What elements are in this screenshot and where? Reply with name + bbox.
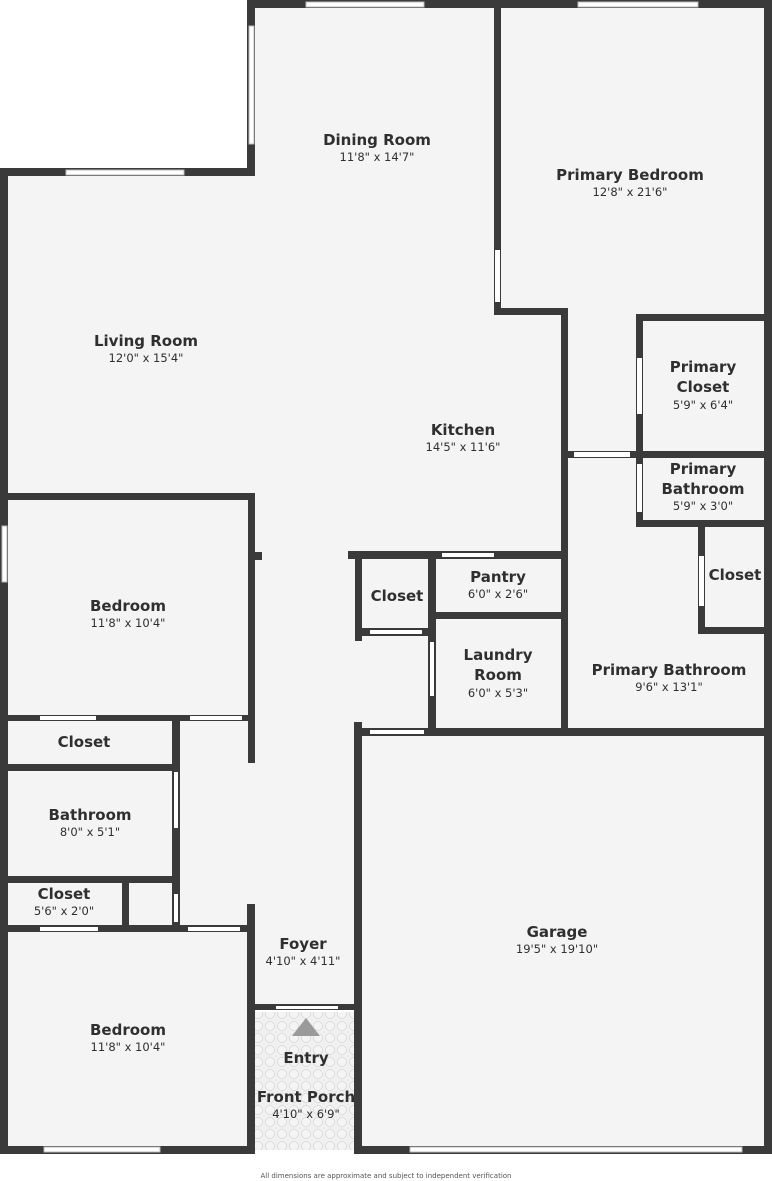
wall-bedroom1-notch	[250, 552, 262, 560]
wall-primary-closet-bottom	[564, 451, 772, 458]
door-primary-bath	[574, 452, 630, 457]
primary-bath-small-name-1: Primary	[670, 460, 737, 478]
primary-bath-small-name-2: Bathroom	[661, 480, 744, 498]
bathroom-dim: 8'0" x 5'1"	[60, 825, 120, 839]
door-bath	[174, 772, 178, 828]
door-nook	[174, 894, 178, 922]
wall-top	[247, 0, 772, 8]
windows	[1, 1, 743, 1153]
front-porch-dim: 4'10" x 6'9"	[272, 1107, 340, 1121]
pantry-dim: 6'0" x 2'6"	[468, 587, 528, 601]
door-primary-closet	[637, 358, 642, 414]
window-dining-side	[248, 25, 255, 145]
wall-bedroom1-top	[0, 493, 255, 500]
wall-garage-left	[354, 722, 362, 1154]
laundry-dim: 6'0" x 5'3"	[468, 686, 528, 700]
wall-primary-bedroom-left	[494, 0, 501, 313]
floors	[4, 4, 768, 1150]
wall-garage-top	[358, 728, 772, 736]
wall-left	[0, 168, 8, 1154]
door-closet-hall	[40, 716, 96, 720]
kitchen-dim: 14'5" x 11'6"	[426, 440, 501, 454]
door-closet-small	[40, 927, 98, 931]
primary-closet-name-2: Closet	[677, 378, 730, 396]
pantry-name: Pantry	[470, 568, 526, 586]
window-living	[65, 169, 185, 176]
door-front	[276, 1006, 338, 1009]
closet-small-name: Closet	[38, 885, 91, 903]
dining-room-name: Dining Room	[323, 131, 431, 149]
primary-bath-small-dim: 5'9" x 3'0"	[673, 499, 733, 513]
closet-center-name: Closet	[371, 587, 424, 605]
foyer-dim: 4'10" x 4'11"	[266, 954, 341, 968]
door-openings	[40, 250, 704, 1009]
wall-closet-hall-bottom	[0, 764, 180, 771]
closet-small-dim: 5'6" x 2'0"	[34, 904, 94, 918]
closet-hall-name: Closet	[58, 733, 111, 751]
primary-bedroom-dim: 12'8" x 21'6"	[593, 185, 668, 199]
wall-bedroom2-top	[0, 925, 255, 932]
bedroom1-name: Bedroom	[90, 597, 166, 615]
foyer-name: Foyer	[279, 935, 327, 953]
laundry-name-2: Room	[474, 666, 522, 684]
wall-closet-center-left	[355, 551, 362, 641]
primary-closet-dim: 5'9" x 6'4"	[673, 398, 733, 412]
living-room-name: Living Room	[94, 332, 198, 350]
wall-primary-bedroom-step	[494, 308, 568, 315]
garage-name: Garage	[527, 923, 588, 941]
door-laundry	[430, 642, 434, 696]
wall-kitchen-right	[561, 308, 568, 732]
closet-right-name: Closet	[709, 566, 762, 584]
bedroom1-dim: 11'8" x 10'4"	[91, 616, 166, 630]
wall-primary-closet-left	[636, 314, 643, 526]
door-garage	[370, 730, 424, 734]
wall-bath-bottom	[0, 876, 180, 883]
laundry-name-1: Laundry	[464, 646, 533, 664]
door-closet-center	[370, 630, 422, 634]
window-bedroom1	[1, 525, 8, 583]
garage-dim: 19'5" x 19'10"	[516, 942, 598, 956]
dining-room-dim: 11'8" x 14'7"	[340, 150, 415, 164]
primary-bathroom-name: Primary Bathroom	[592, 661, 747, 679]
wall-pantry-left	[428, 551, 436, 731]
primary-bathroom-dim: 9'6" x 13'1"	[635, 680, 703, 694]
wall-closet-right-bottom	[698, 627, 772, 634]
wall-foyer-left	[247, 904, 255, 1154]
living-room-dim: 12'0" x 15'4"	[109, 351, 184, 365]
primary-bedroom-name: Primary Bedroom	[556, 166, 704, 184]
wall-closet-small-right	[122, 876, 129, 932]
wall-bedroom1-bottom	[0, 715, 255, 721]
room-labels: Dining Room 11'8" x 14'7" Primary Bedroo…	[34, 131, 762, 1121]
window-primary-bedroom	[577, 1, 699, 8]
disclaimer-text: All dimensions are approximate and subje…	[260, 1172, 512, 1180]
door-primary-bedroom	[495, 250, 500, 302]
wall-bedroom1-right	[248, 493, 255, 763]
kitchen-name: Kitchen	[431, 421, 495, 439]
entry-name: Entry	[283, 1049, 328, 1067]
wall-primary-closet-top	[636, 314, 772, 321]
door-closet-right	[699, 556, 704, 606]
main-floor	[4, 4, 768, 1150]
window-dining	[305, 1, 425, 8]
door-pantry	[442, 553, 494, 557]
wall-pantry-bottom	[432, 612, 568, 619]
primary-closet-name-1: Primary	[670, 358, 737, 376]
bedroom2-dim: 11'8" x 10'4"	[91, 1040, 166, 1054]
wall-right	[764, 0, 772, 1154]
entry-arrow-icon	[292, 1018, 320, 1036]
garage-door	[409, 1146, 743, 1153]
bedroom2-name: Bedroom	[90, 1021, 166, 1039]
window-bedroom2	[43, 1146, 161, 1153]
door-bedroom2	[188, 927, 240, 931]
front-porch-name: Front Porch	[257, 1088, 355, 1106]
door-bedroom1	[190, 716, 242, 720]
bathroom-name: Bathroom	[48, 806, 131, 824]
door-primary-bath-small	[637, 464, 642, 512]
